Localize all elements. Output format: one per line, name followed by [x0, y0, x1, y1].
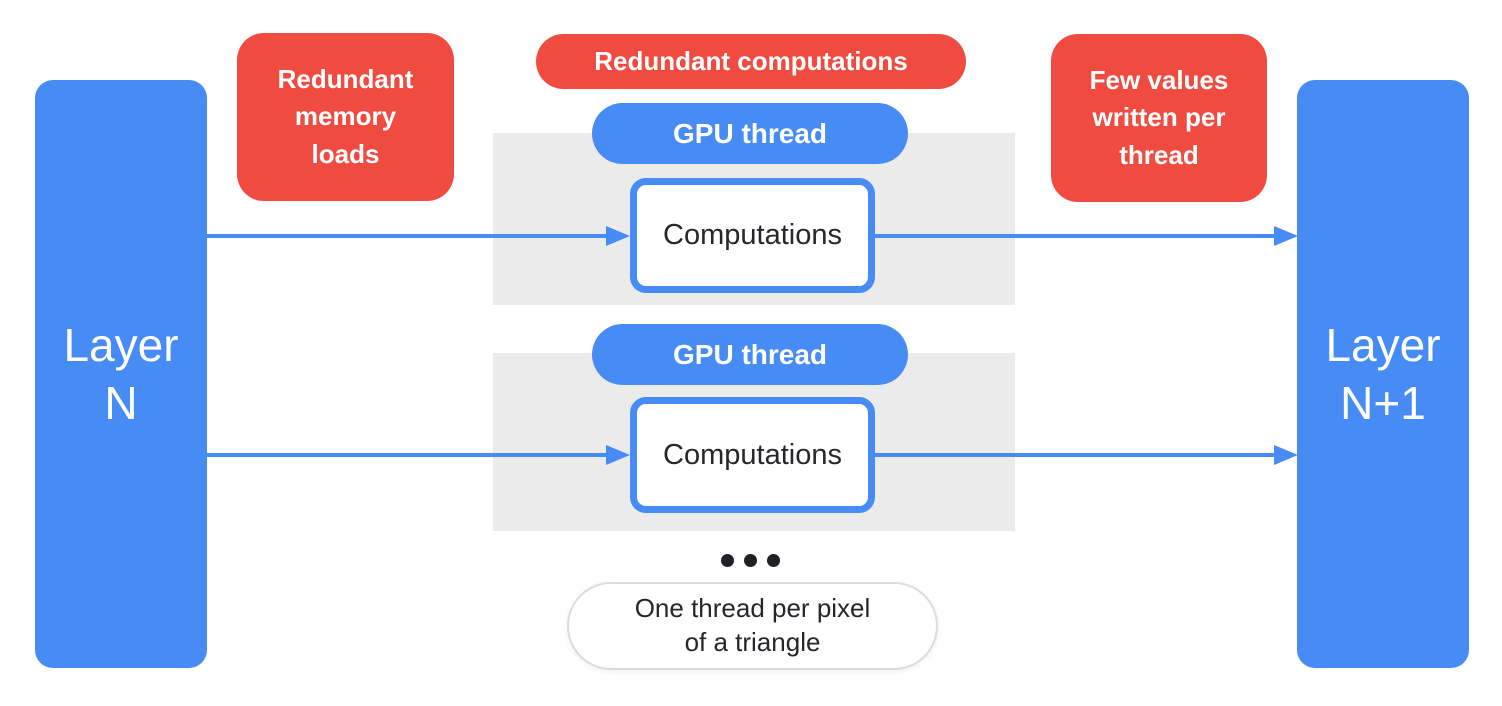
computations-box-1-label: Computations	[663, 219, 842, 251]
dot-icon	[767, 554, 780, 567]
arrow-line-top-left	[207, 234, 608, 238]
badge-redundant-memory-loads: Redundant memory loads	[237, 33, 454, 201]
layer-n-box: Layer N	[35, 80, 207, 668]
dot-icon	[744, 554, 757, 567]
computations-box-1: Computations	[630, 178, 875, 293]
badge-redundant-computations-label: Redundant computations	[594, 46, 908, 76]
badge-redundant-memory-loads-label: Redundant memory loads	[277, 63, 414, 169]
arrow-line-top-right	[872, 234, 1276, 238]
arrow-head-top-right-icon	[1274, 226, 1298, 246]
arrow-head-bottom-left-icon	[606, 445, 630, 465]
computations-box-2-label: Computations	[663, 438, 842, 471]
ellipsis-dots-icon	[721, 554, 780, 567]
arrow-line-bottom-right	[872, 453, 1276, 457]
gpu-thread-pill-2: GPU thread	[592, 324, 908, 385]
layer-n-plus-1-label: Layer N+1	[1325, 318, 1441, 429]
dot-icon	[721, 554, 734, 567]
badge-few-values-written: Few values written per thread	[1051, 34, 1267, 202]
footnote-pill: One thread per pixel of a triangle	[567, 582, 938, 670]
gpu-thread-pill-2-label: GPU thread	[672, 338, 828, 370]
badge-redundant-computations: Redundant computations	[536, 34, 966, 89]
gpu-thread-pill-1: GPU thread	[592, 103, 908, 164]
layer-n-plus-1-box: Layer N+1	[1297, 80, 1469, 668]
layer-n-label: Layer N	[63, 318, 179, 429]
computations-box-2: Computations	[630, 397, 875, 513]
arrow-head-top-left-icon	[606, 226, 630, 246]
arrow-line-bottom-left	[207, 453, 608, 457]
badge-few-values-written-label: Few values written per thread	[1089, 64, 1229, 170]
gpu-thread-pill-1-label: GPU thread	[672, 117, 828, 149]
arrow-head-bottom-right-icon	[1274, 445, 1298, 465]
footnote-label: One thread per pixel of a triangle	[634, 593, 871, 657]
